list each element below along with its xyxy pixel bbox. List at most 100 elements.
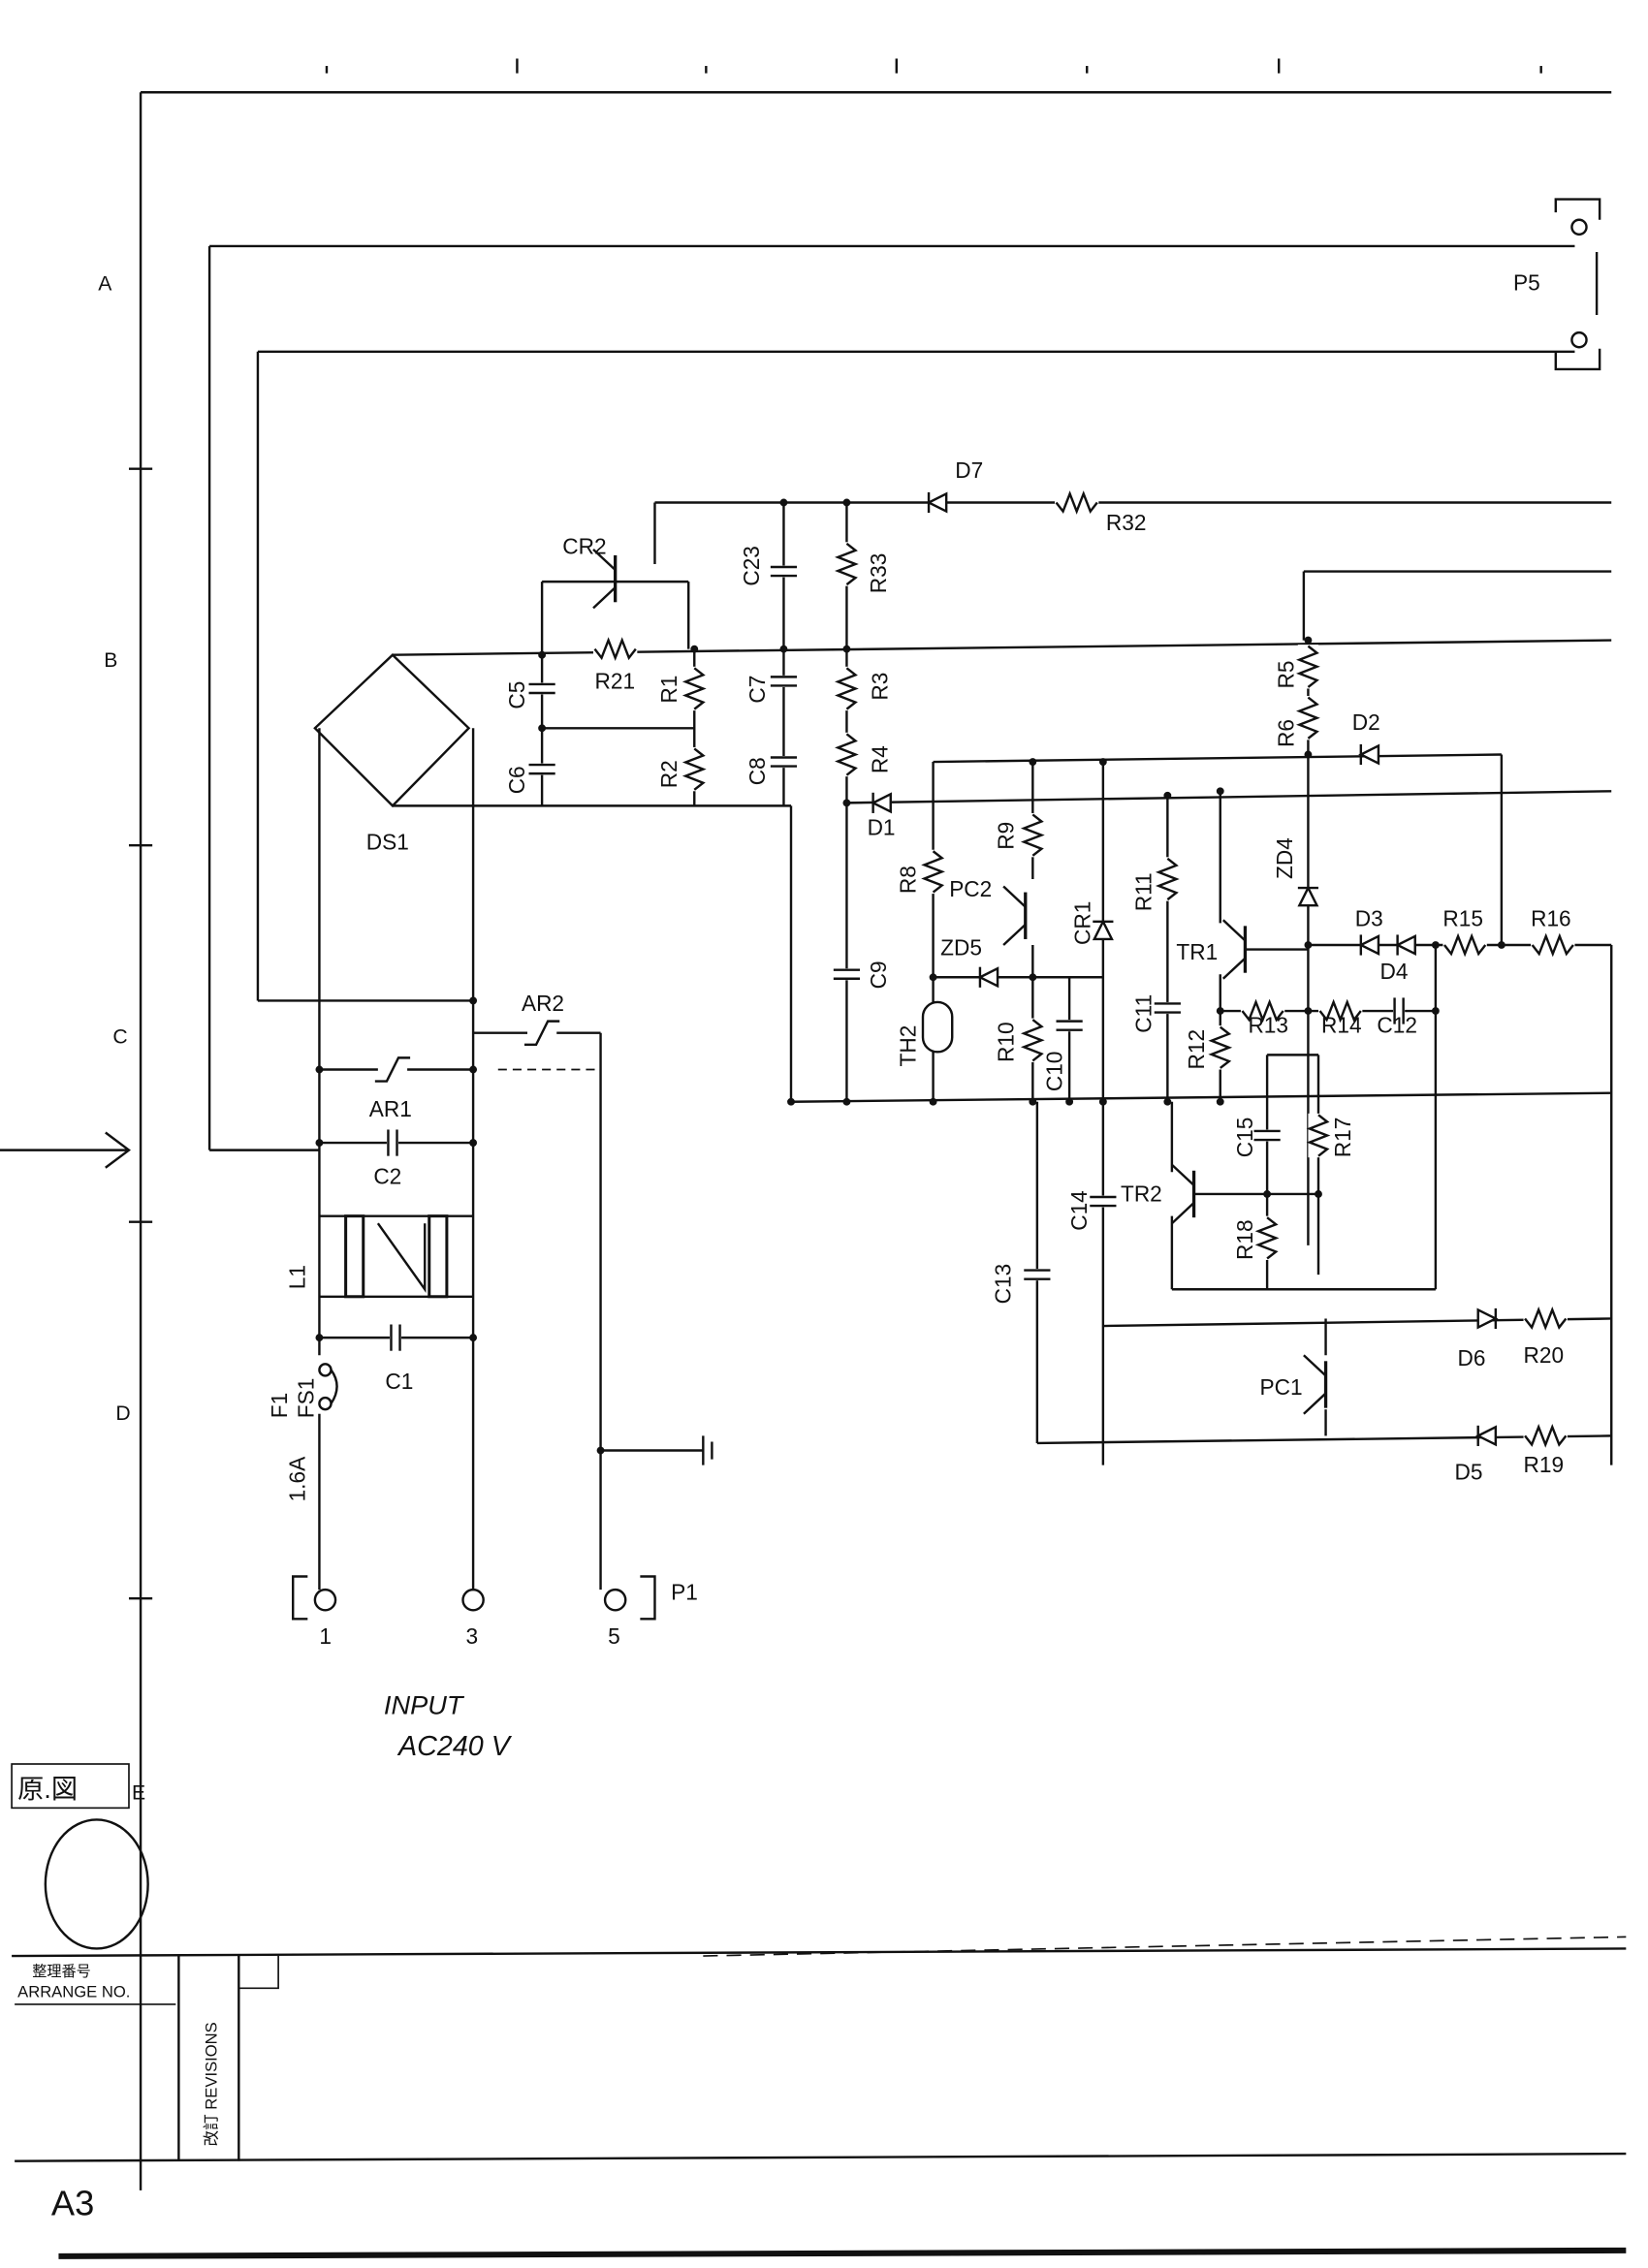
- label-d1: D1: [868, 815, 896, 840]
- label-d7: D7: [955, 457, 983, 483]
- label-d3: D3: [1355, 905, 1383, 930]
- choke-coil-icon: [428, 1214, 449, 1299]
- label-t5: 5: [608, 1623, 620, 1649]
- arrange-no-jp: 整理番号: [32, 1964, 90, 1980]
- junction-dot: [1431, 1007, 1440, 1015]
- transistor-emitter: [592, 586, 617, 610]
- input-label: INPUT: [384, 1690, 465, 1720]
- resistor-gap: [1240, 1000, 1285, 1022]
- transistor-emitter: [1221, 957, 1247, 980]
- label-t1: 1: [319, 1623, 332, 1649]
- capacitor-gap: [770, 756, 798, 769]
- terminal-icon: [1570, 331, 1588, 349]
- diode-icon: [1475, 1425, 1498, 1447]
- label-r12: R12: [1184, 1029, 1209, 1070]
- label-c13: C13: [991, 1264, 1016, 1305]
- junction-dot: [1216, 787, 1224, 796]
- label-c14: C14: [1066, 1190, 1092, 1231]
- arrow-icon: [0, 1131, 131, 1169]
- junction-dot: [842, 498, 851, 507]
- label-c12: C12: [1377, 1013, 1417, 1038]
- label-r1: R1: [656, 676, 681, 704]
- label-c5: C5: [504, 681, 529, 709]
- junction-dot: [1304, 941, 1313, 949]
- label-fuse-rating: 1.6A: [284, 1456, 309, 1502]
- junction-dot: [1304, 750, 1313, 759]
- resistor-icon: [1296, 696, 1320, 740]
- junction-dot: [842, 799, 851, 807]
- resistor-icon: [1524, 1423, 1568, 1448]
- junction-dot: [929, 1097, 937, 1106]
- label-zd4: ZD4: [1272, 837, 1297, 879]
- choke-coil-icon: [344, 1214, 365, 1299]
- capacitor-gap: [389, 1324, 402, 1351]
- resistor-icon: [681, 747, 707, 791]
- components: [292, 198, 1601, 1621]
- label-p1: P1: [671, 1580, 698, 1605]
- label-c2: C2: [373, 1163, 401, 1188]
- revisions-label: 改訂 REVISIONS: [203, 2022, 221, 2146]
- resistor-icon: [593, 637, 637, 662]
- transistor-emitter: [1002, 923, 1027, 946]
- sheet-size: A3: [51, 2184, 94, 2223]
- junction-dot: [469, 996, 478, 1005]
- title-block: 原.図 E 整理番号 ARRANGE NO. 改訂 REVISIONS A3: [11, 1763, 1627, 2259]
- resistor-icon: [681, 667, 707, 710]
- label-pc1: PC1: [1260, 1374, 1303, 1400]
- capacitor-gap: [1393, 997, 1406, 1024]
- ground-icon: [702, 1435, 713, 1465]
- label-d6: D6: [1458, 1345, 1486, 1370]
- label-r14: R14: [1321, 1013, 1362, 1038]
- label-c23: C23: [739, 546, 764, 586]
- capacitor-gap: [528, 682, 555, 695]
- label-d2: D2: [1352, 709, 1380, 735]
- terminal-icon: [1570, 218, 1588, 236]
- label-r18: R18: [1232, 1219, 1257, 1260]
- label-tr1: TR1: [1176, 939, 1218, 964]
- label-p5: P5: [1513, 269, 1540, 295]
- junction-dot: [315, 1139, 324, 1147]
- resistor-gap: [836, 542, 857, 586]
- resistor-icon: [835, 733, 859, 776]
- junction-dot: [1431, 941, 1440, 949]
- junction-dot: [315, 1334, 324, 1342]
- junction-dot: [1304, 636, 1313, 645]
- junction-dot: [469, 1139, 478, 1147]
- junction-dot: [469, 1065, 478, 1074]
- choke-core: [376, 1222, 427, 1294]
- resistor-gap: [1055, 491, 1099, 514]
- junction-dot: [690, 645, 699, 653]
- label-l1: L1: [284, 1265, 309, 1289]
- label-c10: C10: [1042, 1052, 1067, 1092]
- capacitor-gap: [1253, 1129, 1281, 1142]
- diode-icon: [1092, 919, 1114, 941]
- stamp-text: 原.図: [17, 1774, 78, 1804]
- label-fs1: FS1: [293, 1378, 318, 1419]
- junction-dot: [1098, 758, 1107, 766]
- transistor-emitter: [1303, 1392, 1327, 1415]
- resistor-icon: [835, 667, 859, 710]
- resistor-gap: [1022, 812, 1043, 858]
- label-r21: R21: [595, 668, 636, 693]
- label-d5: D5: [1455, 1460, 1483, 1485]
- label-ds1: DS1: [366, 830, 409, 855]
- label-tr2: TR2: [1121, 1181, 1162, 1207]
- transistor-collector: [592, 548, 617, 571]
- resistor-icon: [1241, 998, 1284, 1024]
- row-marker-d: D: [115, 1402, 130, 1425]
- junction-dot: [1065, 1097, 1074, 1106]
- diode-icon: [1297, 885, 1319, 907]
- wire: [790, 1091, 1612, 1103]
- junction-dot: [779, 645, 788, 653]
- label-r8: R8: [895, 866, 920, 894]
- resistor-icon: [1055, 490, 1098, 515]
- label-pc2: PC2: [949, 876, 992, 901]
- label-c15: C15: [1232, 1118, 1257, 1158]
- label-r10: R10: [994, 1022, 1019, 1062]
- capacitor-gap: [1090, 1195, 1117, 1208]
- resistor-gap: [923, 849, 944, 895]
- label-zd5: ZD5: [940, 935, 982, 961]
- diode-icon: [977, 966, 999, 989]
